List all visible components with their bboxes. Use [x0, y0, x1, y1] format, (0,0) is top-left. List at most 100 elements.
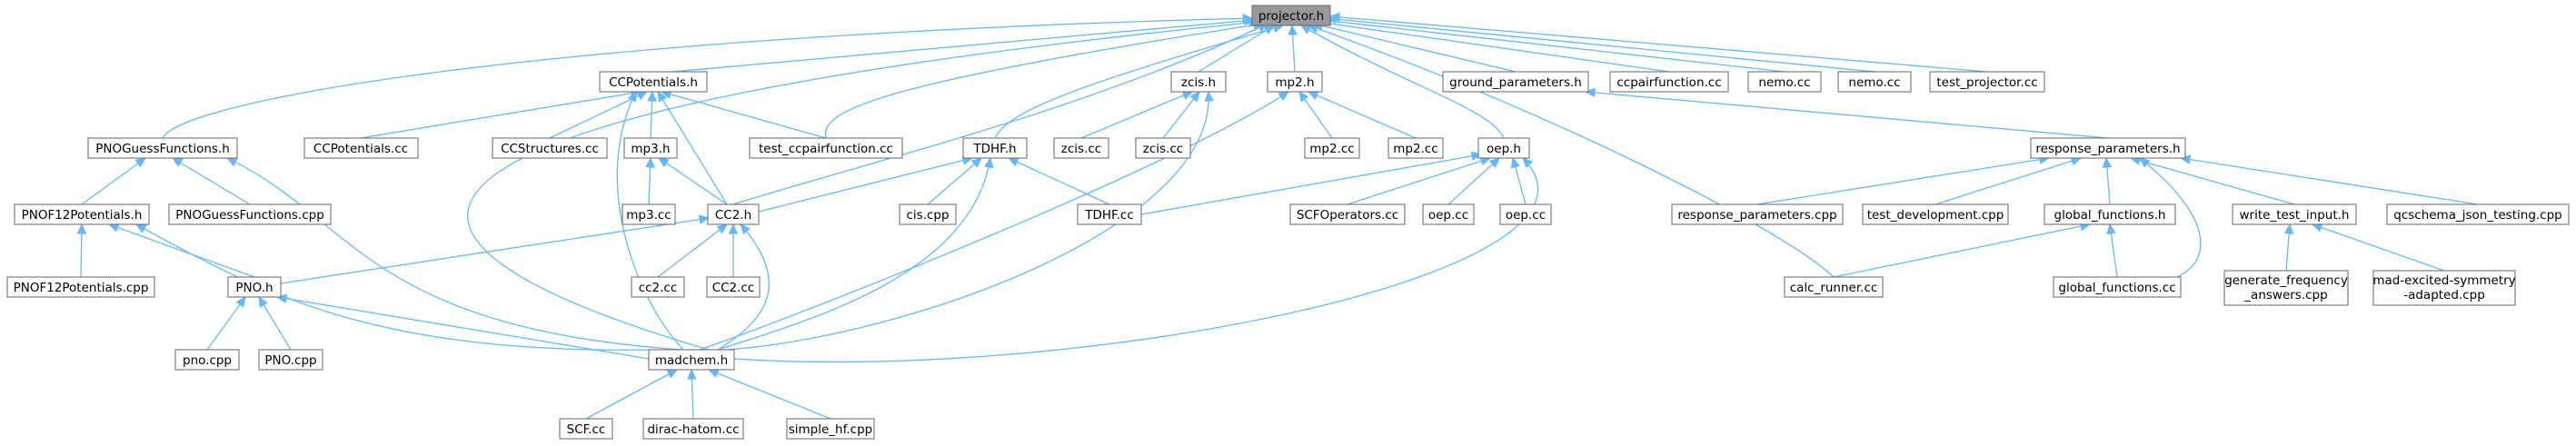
node-simple-hf-cpp[interactable]: simple_hf.cpp	[786, 418, 875, 440]
node-test-projector-cc[interactable]: test_projector.cc	[1929, 71, 2045, 93]
node-label: oep.cc	[1428, 208, 1468, 223]
dependency-edge	[225, 157, 682, 351]
node-global-functions-cc[interactable]: global_functions.cc	[2053, 276, 2182, 298]
node-cis-cpp[interactable]: cis.cpp	[899, 203, 957, 225]
dependency-edge	[726, 90, 1214, 351]
node-label: response_parameters.h	[2035, 142, 2180, 156]
edge-arrowhead	[2106, 223, 2116, 235]
node-label: mp2.cc	[1309, 142, 1354, 156]
node-test-ccpairfunction-cc[interactable]: test_ccpairfunction.cc	[749, 137, 903, 159]
node-cc2-h[interactable]: CC2.h	[707, 203, 760, 225]
node-mp2-cc-2[interactable]: mp2.cc	[1387, 137, 1444, 159]
dependency-edge	[2283, 223, 2294, 272]
edge-line	[1347, 157, 1491, 205]
dependency-edge	[1584, 87, 2109, 139]
node-pno-cpp-2[interactable]: PNO.cpp	[258, 349, 323, 371]
node-response-parameters-cpp[interactable]: response_parameters.cpp	[1671, 203, 1844, 225]
node-mp2-h[interactable]: mp2.h	[1267, 71, 1323, 93]
node-write-test-input-h[interactable]: write_test_input.h	[2232, 203, 2357, 225]
node-tdhf-h[interactable]: TDHF.h	[962, 137, 1028, 159]
node-scf-cc[interactable]: SCF.cc	[559, 418, 613, 440]
node-mp2-cc-1[interactable]: mp2.cc	[1304, 137, 1360, 159]
node-projector-h[interactable]: projector.h	[1251, 5, 1331, 26]
edge-arrowhead	[2139, 157, 2151, 168]
dependency-edge	[1320, 15, 1785, 73]
node-label: dirac-hatom.cc	[647, 422, 739, 437]
edge-line	[258, 296, 292, 351]
edge-line	[671, 19, 1255, 73]
node-calc-runner-cc[interactable]: calc_runner.cc	[1784, 276, 1884, 298]
node-pnoguessfunctions-cpp[interactable]: PNOGuessFunctions.cpp	[168, 203, 332, 225]
edge-line	[1300, 25, 1505, 139]
node-oep-h[interactable]: oep.h	[1477, 137, 1530, 159]
edge-arrowhead	[1522, 157, 1534, 169]
dependency-edge	[1080, 91, 1194, 139]
node-label: TDHF.h	[972, 142, 1016, 156]
node-zcis-h[interactable]: zcis.h	[1170, 71, 1227, 93]
node-nemo-cc-1[interactable]: nemo.cc	[1747, 71, 1822, 93]
dependency-edge	[1833, 221, 2092, 278]
node-qcschema-json-testing-cpp[interactable]: qcschema_json_testing.cpp	[2386, 203, 2570, 225]
node-ccstructures-cc[interactable]: CCStructures.cc	[492, 137, 608, 159]
node-zcis-cc-2[interactable]: zcis.cc	[1135, 137, 1191, 159]
node-pno-cpp-1[interactable]: pno.cpp	[174, 349, 240, 371]
edge-arrowhead	[627, 90, 637, 103]
node-nemo-cc-2[interactable]: nemo.cc	[1837, 71, 1912, 93]
node-oep-cc-1[interactable]: oep.cc	[1422, 203, 1475, 225]
node-dirac-hatom-cc[interactable]: dirac-hatom.cc	[642, 418, 744, 440]
node-global-functions-h[interactable]: global_functions.h	[2044, 203, 2176, 225]
node-madchem-h[interactable]: madchem.h	[648, 349, 735, 371]
node-ccpairfunction-cc[interactable]: ccpairfunction.cc	[1609, 71, 1729, 93]
edge-line	[206, 296, 246, 351]
node-oep-cc-2[interactable]: oep.cc	[1499, 203, 1552, 225]
dependency-edge	[107, 223, 255, 278]
edge-arrowhead	[1278, 91, 1290, 102]
node-label: madchem.h	[655, 353, 728, 368]
node-generate-frequency-answers-cpp[interactable]: generate_frequency _answers.cpp	[2223, 270, 2349, 306]
node-cc2-cc-2[interactable]: CC2.cc	[706, 276, 761, 298]
node-label: mp3.h	[631, 142, 670, 156]
edge-arrowhead	[707, 369, 720, 378]
edge-line	[280, 217, 710, 284]
edge-arrowhead	[134, 157, 146, 168]
node-cc2-cc-1[interactable]: cc2.cc	[631, 276, 685, 298]
node-pnoguessfunctions-h[interactable]: PNOGuessFunctions.h	[87, 137, 238, 159]
edge-line	[1008, 157, 1110, 205]
node-label-line-1: generate_frequency	[2224, 273, 2348, 288]
edge-line	[1321, 19, 1785, 73]
node-ccpotentials-h[interactable]: CCPotentials.h	[599, 71, 708, 93]
node-mp3-h[interactable]: mp3.h	[623, 137, 678, 159]
dependency-edge	[717, 156, 994, 351]
node-pnof12potentials-cpp[interactable]: PNOF12Potentials.cpp	[6, 276, 155, 298]
node-label: SCFOperators.cc	[1297, 208, 1398, 223]
dependency-edges	[76, 12, 2479, 420]
edge-arrowhead	[1189, 91, 1200, 103]
edge-line	[758, 157, 973, 213]
node-label: global_functions.cc	[2058, 281, 2175, 295]
edge-arrowhead	[1204, 90, 1214, 102]
edge-line	[1317, 21, 1670, 73]
dependency-edge	[280, 214, 711, 284]
dependency-edge	[134, 223, 660, 351]
node-mp3-cc[interactable]: mp3.cc	[622, 203, 676, 225]
node-label-line-2: _answers.cpp	[2243, 288, 2327, 302]
node-ccpotentials-cc[interactable]: CCPotentials.cc	[303, 137, 419, 159]
edge-line	[108, 223, 255, 278]
node-scfoperators-cc[interactable]: SCFOperators.cc	[1289, 203, 1406, 225]
node-label: ccpairfunction.cc	[1616, 75, 1721, 90]
edge-line	[1326, 17, 1875, 73]
node-label: zcis.cc	[1143, 142, 1183, 156]
node-response-parameters-h[interactable]: response_parameters.h	[2030, 137, 2186, 159]
dependency-edge	[728, 223, 739, 277]
dependency-edge	[76, 223, 87, 278]
node-ground-parameters-h[interactable]: ground_parameters.h	[1442, 71, 1589, 93]
node-zcis-cc-1[interactable]: zcis.cc	[1053, 137, 1109, 159]
dependency-edge	[733, 157, 1539, 362]
node-test-development-cpp[interactable]: test_development.cpp	[1862, 203, 2009, 225]
node-mad-excited-symmetry-adapted-cpp[interactable]: mad-excited-symmetry -adapted.cpp	[2372, 270, 2516, 306]
node-tdhf-cc[interactable]: TDHF.cc	[1077, 203, 1142, 225]
node-pno-h[interactable]: PNO.h	[227, 276, 282, 298]
node-pnof12potentials-h[interactable]: PNOF12Potentials.h	[14, 203, 150, 225]
node-label-line-1: mad-excited-symmetry	[2372, 273, 2515, 288]
